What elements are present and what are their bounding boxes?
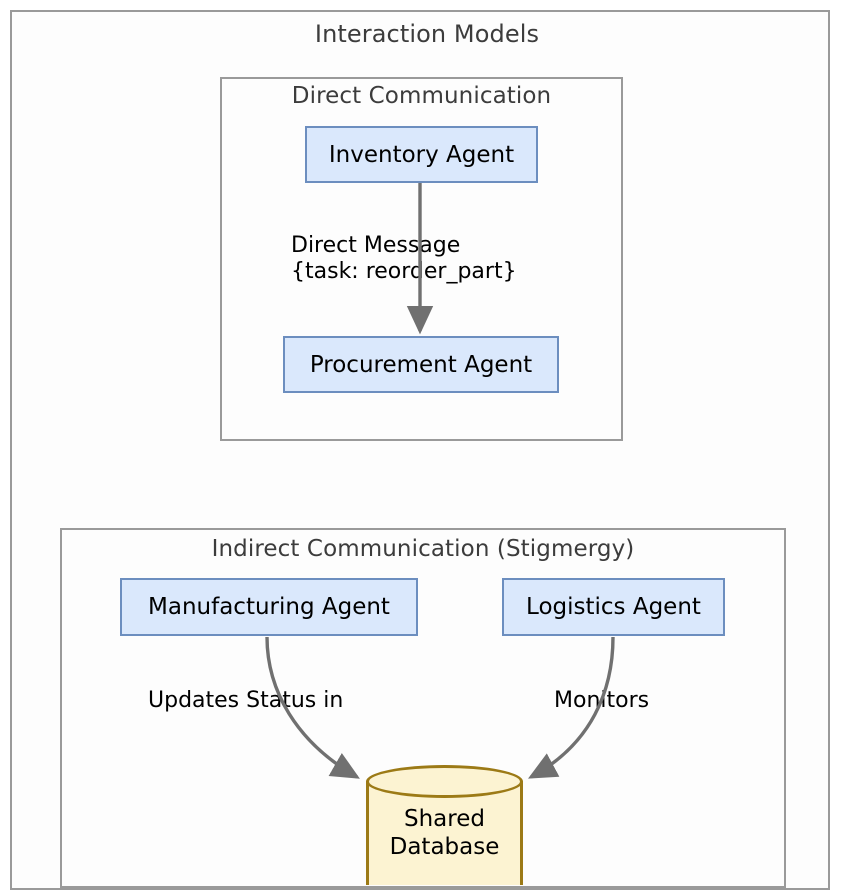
diagram-canvas: Interaction Models Direct Communication … bbox=[10, 10, 830, 890]
edge-label-monitors: Monitors bbox=[554, 688, 650, 713]
group-indirect-communication-title: Indirect Communication (Stigmergy) bbox=[211, 536, 635, 562]
database-cylinder-top bbox=[366, 765, 523, 798]
node-logistics-agent[interactable]: Logistics Agent bbox=[502, 578, 725, 636]
edge-label-direct-message-line2: {task: reorder_part} bbox=[291, 259, 517, 285]
node-procurement-agent-label: Procurement Agent bbox=[309, 351, 533, 378]
group-direct-communication-title: Direct Communication bbox=[291, 83, 552, 109]
node-shared-database-label-line2: Database bbox=[389, 834, 500, 861]
edge-label-direct-message: Direct Message {task: reorder_part} bbox=[291, 233, 517, 286]
node-logistics-agent-label: Logistics Agent bbox=[526, 594, 701, 620]
node-inventory-agent-label: Inventory Agent bbox=[328, 141, 515, 168]
database-cylinder-body bbox=[366, 781, 523, 885]
node-shared-database-label-line1: Shared bbox=[404, 806, 485, 832]
node-procurement-agent[interactable]: Procurement Agent bbox=[283, 336, 559, 393]
node-shared-database-label: Shared Database bbox=[366, 805, 523, 861]
page-title: Interaction Models bbox=[314, 20, 540, 48]
node-manufacturing-agent[interactable]: Manufacturing Agent bbox=[120, 578, 418, 636]
edge-label-updates-status-in: Updates Status in bbox=[148, 688, 344, 713]
node-inventory-agent[interactable]: Inventory Agent bbox=[305, 126, 538, 183]
edge-label-direct-message-line1: Direct Message bbox=[291, 233, 461, 258]
node-shared-database[interactable]: Shared Database bbox=[366, 765, 523, 885]
node-manufacturing-agent-label: Manufacturing Agent bbox=[148, 594, 390, 620]
